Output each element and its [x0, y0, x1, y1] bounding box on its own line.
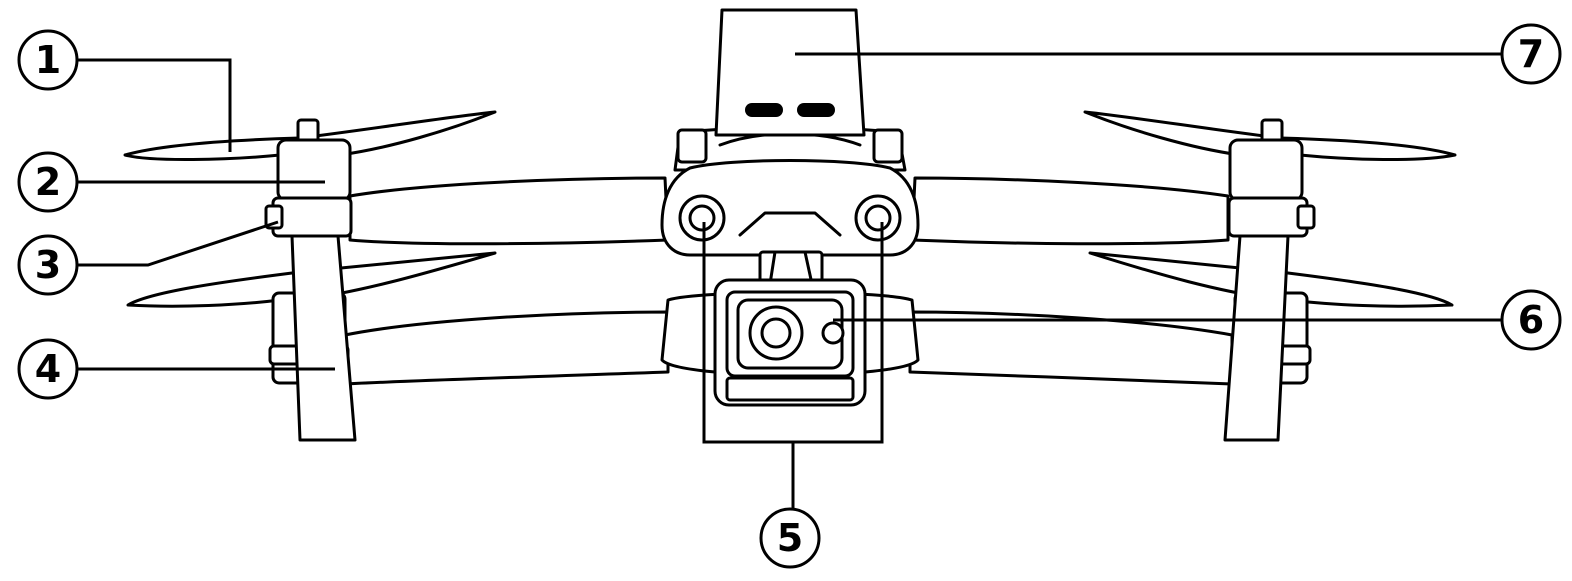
svg-text:2: 2	[35, 160, 61, 204]
right-front-arm	[910, 176, 1230, 246]
callout-2: 2	[17, 151, 79, 213]
right-vision-sensor	[854, 194, 902, 242]
callout-6: 6	[1500, 289, 1562, 351]
gimbal-camera	[713, 278, 867, 407]
svg-text:4: 4	[35, 347, 61, 391]
right-landing-leg	[1223, 234, 1290, 442]
left-landing-leg	[290, 234, 357, 442]
svg-text:3: 3	[35, 243, 61, 287]
svg-text:1: 1	[35, 38, 61, 82]
left-front-motor	[264, 118, 353, 238]
callout-3: 3	[17, 234, 79, 296]
svg-text:6: 6	[1518, 298, 1544, 342]
left-front-arm	[348, 176, 670, 246]
right-front-motor	[1227, 118, 1316, 238]
svg-text:5: 5	[777, 516, 803, 560]
callout-7: 7	[1500, 23, 1562, 85]
callout-1: 1	[17, 29, 79, 91]
leader-line-1	[78, 58, 232, 152]
callout-4: 4	[17, 338, 79, 400]
svg-text:7: 7	[1518, 32, 1544, 76]
left-vision-sensor	[678, 194, 726, 242]
front-nose	[660, 159, 920, 257]
callout-5: 5	[759, 507, 821, 569]
top-antenna	[714, 8, 866, 137]
leader-lines	[78, 52, 1502, 510]
leader-line-3	[78, 220, 279, 267]
